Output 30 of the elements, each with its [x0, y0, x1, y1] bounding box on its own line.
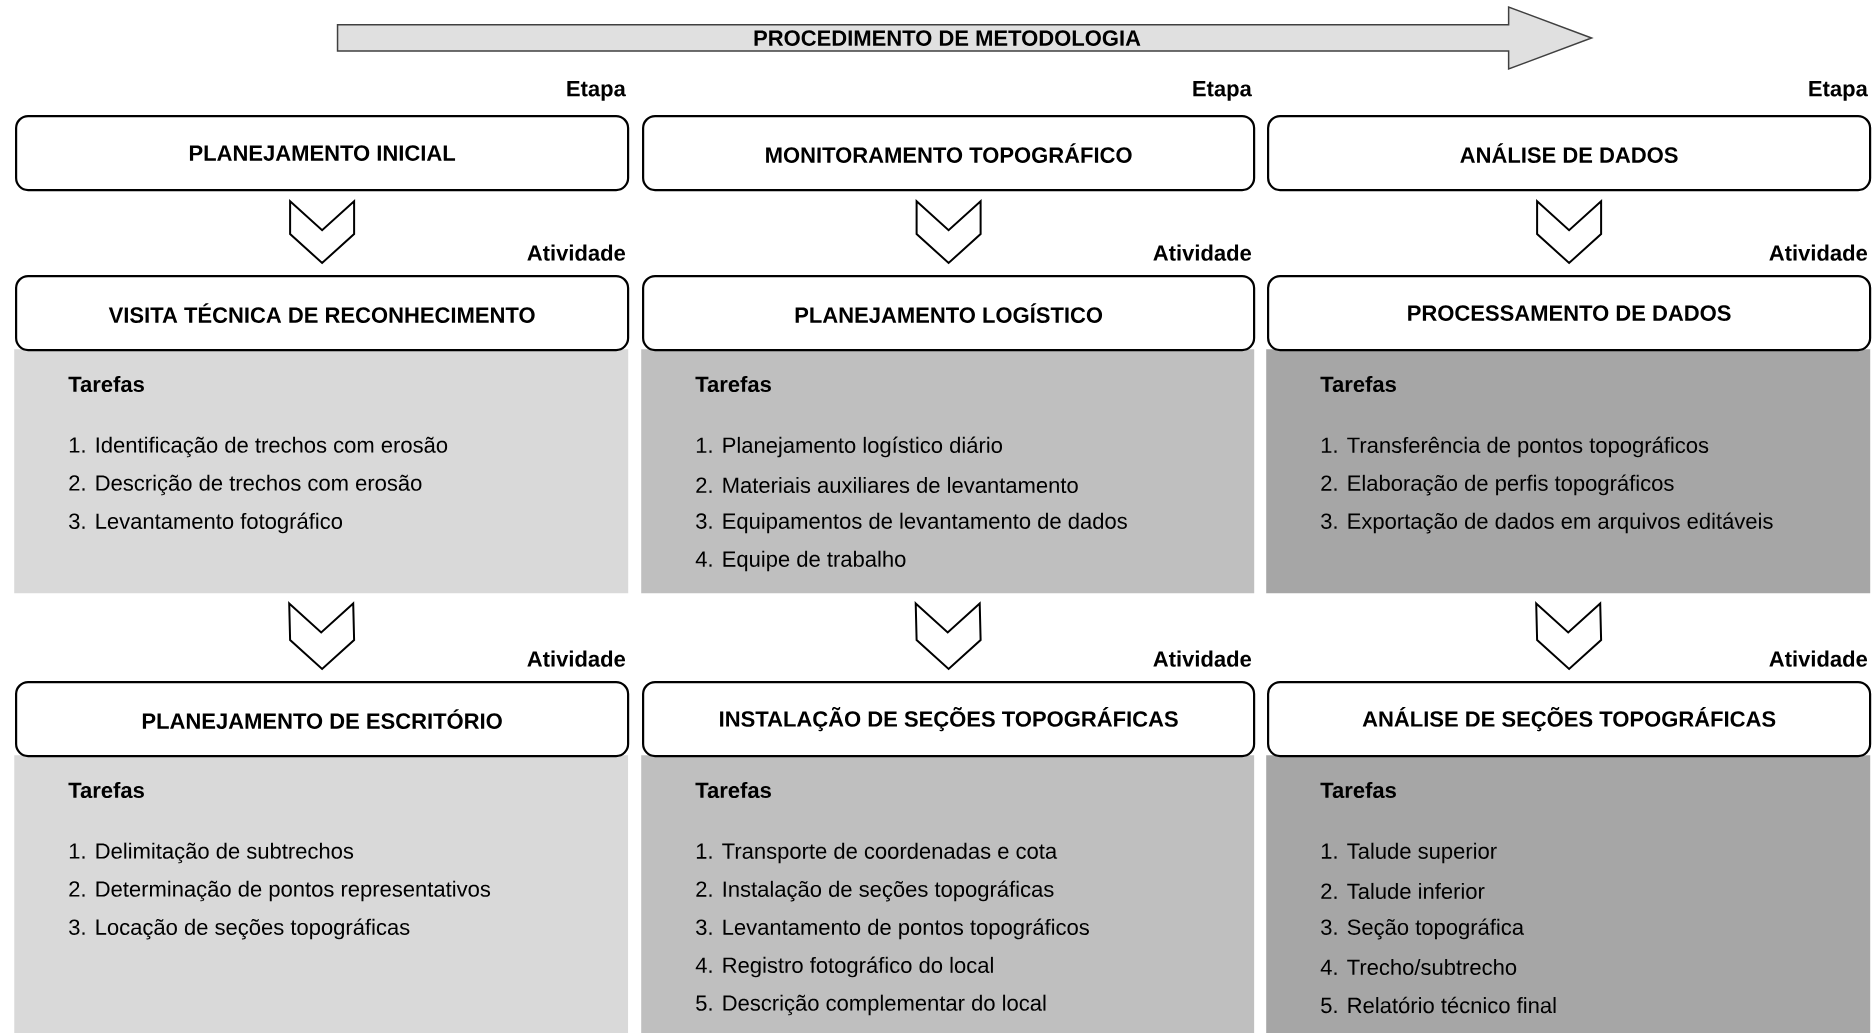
activity-box: INSTALAÇÃO DE SEÇÕES TOPOGRÁFICAS — [642, 681, 1256, 758]
task-panel: Tarefas 1. Transferência de pontos topográficos 2. Elaboração de perfis topográficos 3. Exportação de dados em arquivos editáveis — [1266, 349, 1871, 594]
chevron-arrow — [915, 198, 982, 265]
activity-label: Atividade — [1769, 244, 1868, 261]
activity-label: Atividade — [1153, 650, 1252, 667]
chevron-arrow — [1536, 198, 1603, 265]
stage-label: Etapa — [1193, 81, 1252, 101]
activity-label: Atividade — [1769, 650, 1868, 667]
task-panel: Tarefas 1. Planejamento logístico diário 2. Materiais auxiliares de levantamento 3. Equipamentos de levantamento de dados 4. Equipe de trabalho — [641, 349, 1255, 594]
chevron-arrow — [914, 601, 982, 671]
task-panel: Tarefas 1. Delimitação de subtrechos 2. Determinação de pontos representativos 3. Locação de seções topográficas — [14, 755, 629, 1033]
stage-box: PLANEJAMENTO INICIAL — [15, 115, 630, 192]
chevron-arrow — [289, 198, 356, 265]
activity-label: Atividade — [527, 244, 626, 261]
task-panel: Tarefas 1. Transporte de coordenadas e cota 2. Instalação de seções topográficas 3. Levantamento de pontos topográficos 4. Registro fotográfico do local 5. Descrição complementar do local — [641, 755, 1255, 1033]
activity-box: PLANEJAMENTO LOGÍSTICO — [642, 275, 1256, 352]
activity-box: PROCESSAMENTO DE DADOS — [1267, 275, 1872, 352]
activity-box: PLANEJAMENTO DE ESCRITÓRIO — [15, 681, 630, 758]
task-panel: Tarefas 1. Identificação de trechos com erosão 2. Descrição de trechos com erosão 3. Levantamento fotográfico — [14, 349, 629, 594]
chevron-arrow — [288, 601, 356, 671]
stage-label: Etapa — [1809, 81, 1868, 101]
stage-box: MONITORAMENTO TOPOGRÁFICO — [642, 115, 1256, 192]
stage-box: ANÁLISE DE DADOS — [1267, 115, 1872, 192]
activity-label: Atividade — [527, 650, 626, 667]
stage-label: Etapa — [567, 81, 626, 101]
activity-label: Atividade — [1153, 244, 1252, 261]
activity-box: ANÁLISE DE SEÇÕES TOPOGRÁFICAS — [1267, 681, 1872, 758]
task-panel: Tarefas 1. Talude superior 2. Talude inferior 3. Seção topográfica 4. Trecho/subtrecho 5. Relatório técnico final — [1266, 755, 1871, 1033]
activity-box: VISITA TÉCNICA DE RECONHECIMENTO — [15, 275, 630, 352]
chevron-arrow — [1535, 601, 1603, 671]
